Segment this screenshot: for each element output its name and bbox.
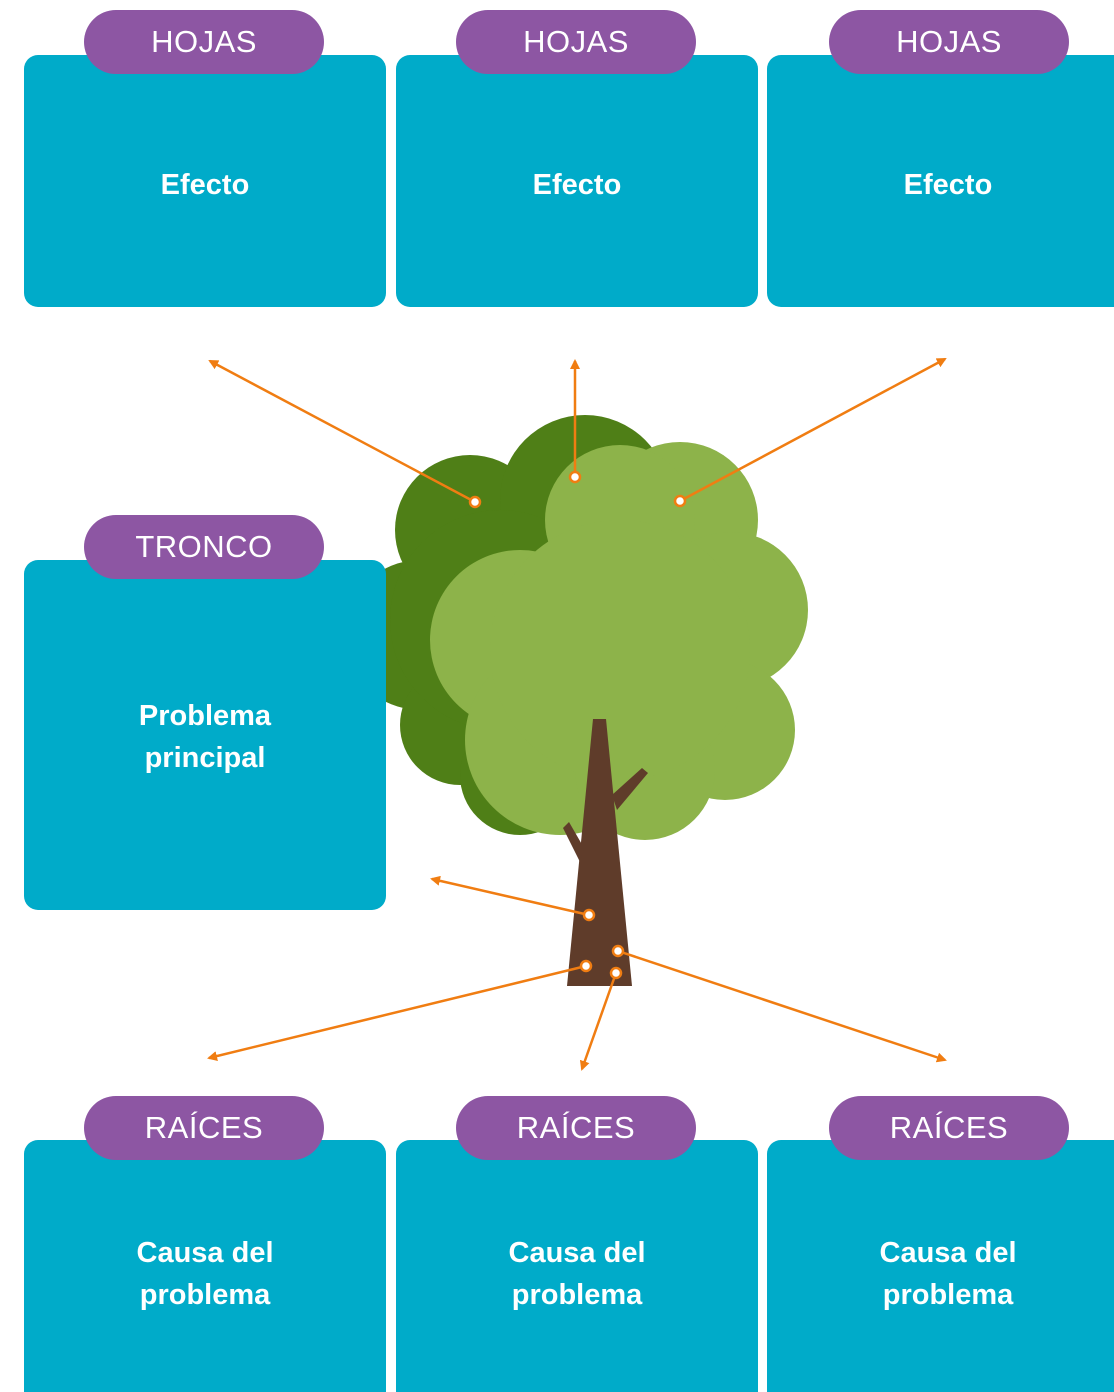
root-card-2-text: Causa del problema [508, 1237, 646, 1311]
tree-trunk [563, 719, 648, 986]
arrow-to-leaf-3 [679, 357, 947, 503]
arrow-to-root-3 [617, 949, 947, 1063]
arrow-to-leaf-1 [208, 359, 476, 504]
leaf-arrows [208, 357, 947, 504]
root-tag-2: RAÍCES [456, 1096, 696, 1160]
trunk-card: Problema principal [24, 560, 386, 910]
leaf-card-3-text: Efecto [903, 169, 993, 201]
leaf-card-2-text: Efecto [532, 169, 622, 201]
leaf-card-1: Efecto [24, 55, 386, 307]
foliage-light [430, 442, 808, 840]
leaf-card-2: Efecto [396, 55, 758, 307]
trunk-card-text: Problema principal [138, 700, 272, 774]
root-tag-1: RAÍCES [84, 1096, 324, 1160]
root-card-1: Causa del problema [24, 1140, 386, 1392]
arrow-to-root-1 [207, 964, 587, 1061]
root-tag-3: RAÍCES [829, 1096, 1069, 1160]
connector-dots [468, 470, 687, 980]
root-card-2: Causa del problema [396, 1140, 758, 1392]
root-card-3-text: Causa del problema [879, 1237, 1017, 1311]
root-card-3: Causa del problema [767, 1140, 1114, 1392]
leaf-card-1-text: Efecto [160, 169, 250, 201]
leaf-tag-2: HOJAS [456, 10, 696, 74]
trunk-tag: TRONCO [84, 515, 324, 579]
leaf-tag-3: HOJAS [829, 10, 1069, 74]
root-card-1-text: Causa del problema [136, 1237, 274, 1311]
leaf-card-3: Efecto [767, 55, 1114, 307]
arrow-to-trunk [430, 875, 590, 917]
arrow-to-root-2 [579, 972, 618, 1071]
root-arrows [207, 875, 947, 1071]
leaf-tag-1: HOJAS [84, 10, 324, 74]
